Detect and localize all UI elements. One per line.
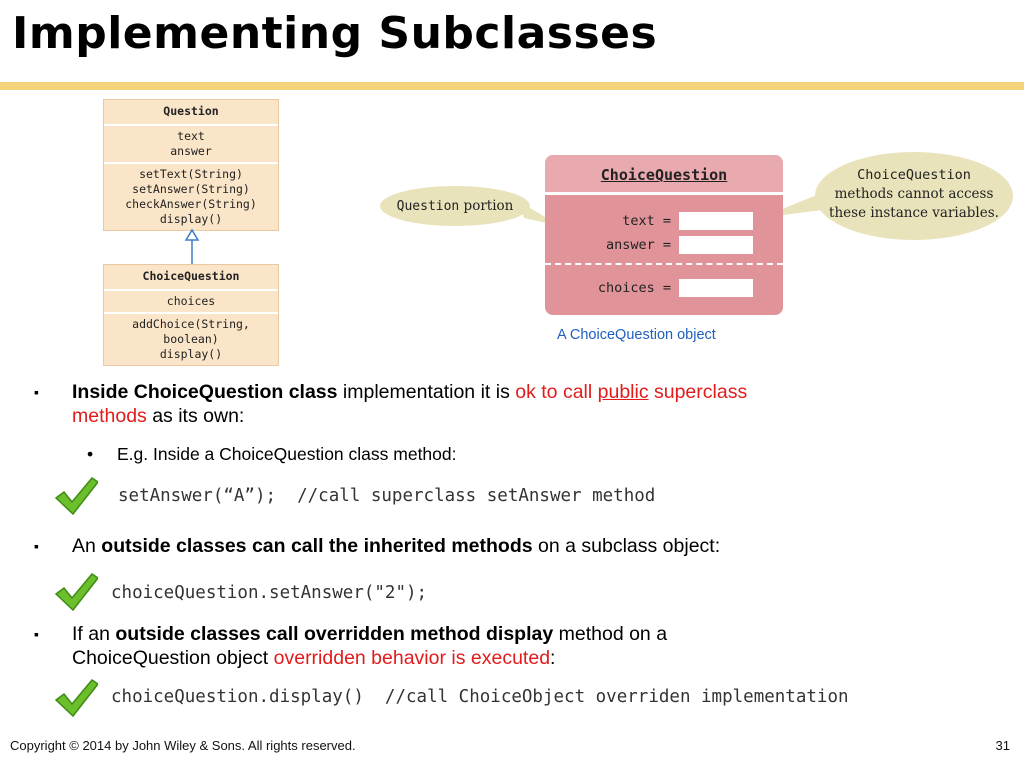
object-caption: A ChoiceQuestion object (557, 327, 716, 343)
bullet-square-icon: ▪ (34, 538, 39, 554)
uml-method: display() (159, 212, 223, 226)
uml-question-class: Question text answer setText(String) set… (103, 99, 279, 231)
field-choices-label: choices = (597, 280, 671, 296)
choicequestion-object: ChoiceQuestion text = answer = choices = (545, 155, 783, 315)
uml-class-name: Question (104, 100, 278, 126)
title-underline (0, 82, 1024, 90)
uml-method: setText(String) (139, 167, 243, 181)
uml-method: addChoice(String, boolean) (132, 317, 250, 346)
sub-bullet-example: • E.g. Inside a ChoiceQuestion class met… (87, 444, 457, 464)
uml-field: choices (166, 294, 216, 308)
bullet-inside-class: ▪ Inside ChoiceQuestion class implementa… (34, 381, 748, 427)
inheritance-arrow-icon (184, 228, 200, 266)
uml-field: text (177, 129, 205, 143)
slide-title: Implementing Subclasses (12, 8, 658, 59)
bullet-square-icon: ▪ (34, 626, 39, 642)
bullet-dot-icon: • (87, 444, 94, 464)
uml-choicequestion-class: ChoiceQuestion choices addChoice(String,… (103, 264, 279, 366)
footer-copyright: Copyright © 2014 by John Wiley & Sons. A… (10, 738, 356, 753)
uml-class-name: ChoiceQuestion (104, 265, 278, 291)
code-line-setanswer: setAnswer(“A”); //call superclass setAns… (118, 486, 656, 506)
uml-method: checkAnswer(String) (125, 197, 257, 211)
code-line-display: choiceQuestion.display() //call ChoiceOb… (111, 687, 849, 707)
object-class-name: ChoiceQuestion (545, 155, 783, 195)
checkmark-icon (54, 679, 98, 718)
object-divider (545, 263, 783, 265)
bullet-overridden-display: ▪ If an outside classes call overridden … (34, 623, 668, 669)
uml-field: answer (170, 144, 212, 158)
callout-question-portion: Question portion (380, 186, 530, 226)
field-answer-label: answer = (605, 237, 671, 253)
uml-method: setAnswer(String) (132, 182, 250, 196)
page-number: 31 (995, 738, 1010, 753)
field-text-label: text = (622, 213, 671, 229)
checkmark-icon (54, 477, 98, 516)
field-answer-value (679, 236, 753, 254)
checkmark-icon (54, 573, 98, 612)
field-choices-value (679, 279, 753, 297)
uml-method: display() (159, 347, 223, 361)
callout-cannot-access: ChoiceQuestion methods cannot access the… (815, 152, 1013, 240)
bullet-outside-inherited: ▪ An outside classes can call the inheri… (34, 535, 721, 557)
bullet-square-icon: ▪ (34, 384, 39, 400)
field-text-value (679, 212, 753, 230)
code-line-outside-setanswer: choiceQuestion.setAnswer("2"); (111, 583, 428, 603)
